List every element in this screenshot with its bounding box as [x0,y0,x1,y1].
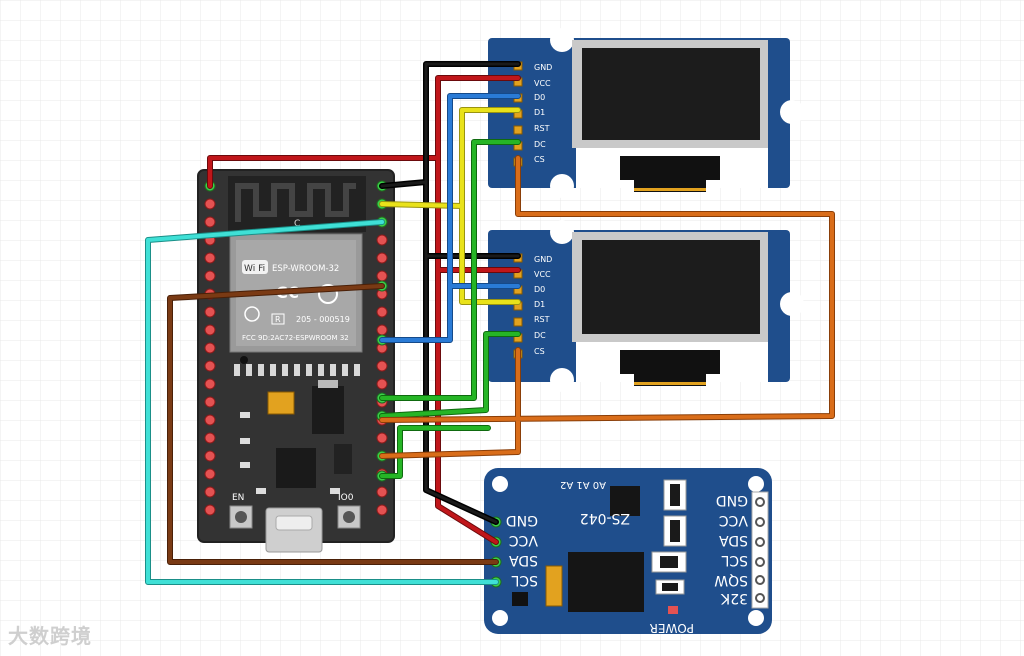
oled-top-pin-gnd: GND [534,63,552,72]
module-label: ESP-WROOM-32 [272,264,339,274]
weee-icon [244,306,260,322]
oled-bottom-pin-d1: D1 [534,300,545,309]
rtc-board-label: ZS-042 [580,510,630,526]
oled-bottom-pin-gnd: GND [534,255,552,264]
rtc-right-pin-sqw: SQW [714,572,748,588]
rtc-right-pin-scl: SCL [721,552,748,568]
regulator [312,386,344,434]
rtc-power-label: POWER [650,621,694,635]
oled-bottom-pin-vcc: VCC [534,270,551,279]
fcc-icon [318,284,338,304]
capacitor [267,391,295,415]
oled-bottom-pin-cs: CS [534,347,545,356]
io0-label: IO0 [338,493,354,503]
oled-top-pin-vcc: VCC [534,79,551,88]
oled-bottom-pin-dc: DC [534,331,546,340]
usb-chip [276,448,316,488]
rtc-left-pin-sda: SDA [509,552,538,568]
wires [145,61,835,585]
antenna-mark: C [294,219,300,229]
rtc-chip [568,552,644,612]
oled-top-pin-rst: RST [534,124,550,133]
oled-bottom-pin-d0: D0 [534,285,545,294]
rtc-right-pin-gnd: GND [716,492,748,508]
rtc-left-pin-vcc: VCC [509,532,538,548]
module-pads [234,364,360,376]
wifi-label: Wi Fi [244,264,265,274]
rtc-right-pin-vcc: VCC [719,512,748,528]
oled-bottom-pin-rst: RST [534,315,550,324]
watermark: 大数跨境 [8,624,92,648]
rtc-addr-label: A0 A1 A2 [560,479,606,490]
cert-code: 205 - 000519 [296,315,350,324]
oled-top-pin-d0: D0 [534,93,545,102]
fcc-label: FCC 9D:2AC72-ESPWROOM 32 [242,334,349,342]
rtc-right-pin-sda: SDA [719,532,748,548]
oled-top-pin-d1: D1 [534,108,545,117]
oled-module-bottom: GND VCC D0 D1 RST DC CS [488,220,804,392]
rtc-module: GND VCC SDA SCL GND VCC SDA SCL SQW 32K … [484,468,772,635]
cert-r: R [275,315,281,324]
eeprom-chip [610,486,640,516]
rtc-left-pin-gnd: GND [506,512,538,528]
rtc-right-pin-32k: 32K [720,590,748,606]
oled-top-pin-dc: DC [534,140,546,149]
en-label: EN [232,493,244,503]
oled-module-top: GND VCC D0 D1 RST DC CS [488,28,804,198]
oled-top-pin-cs: CS [534,155,545,164]
rtc-left-pin-scl: SCL [511,572,538,588]
